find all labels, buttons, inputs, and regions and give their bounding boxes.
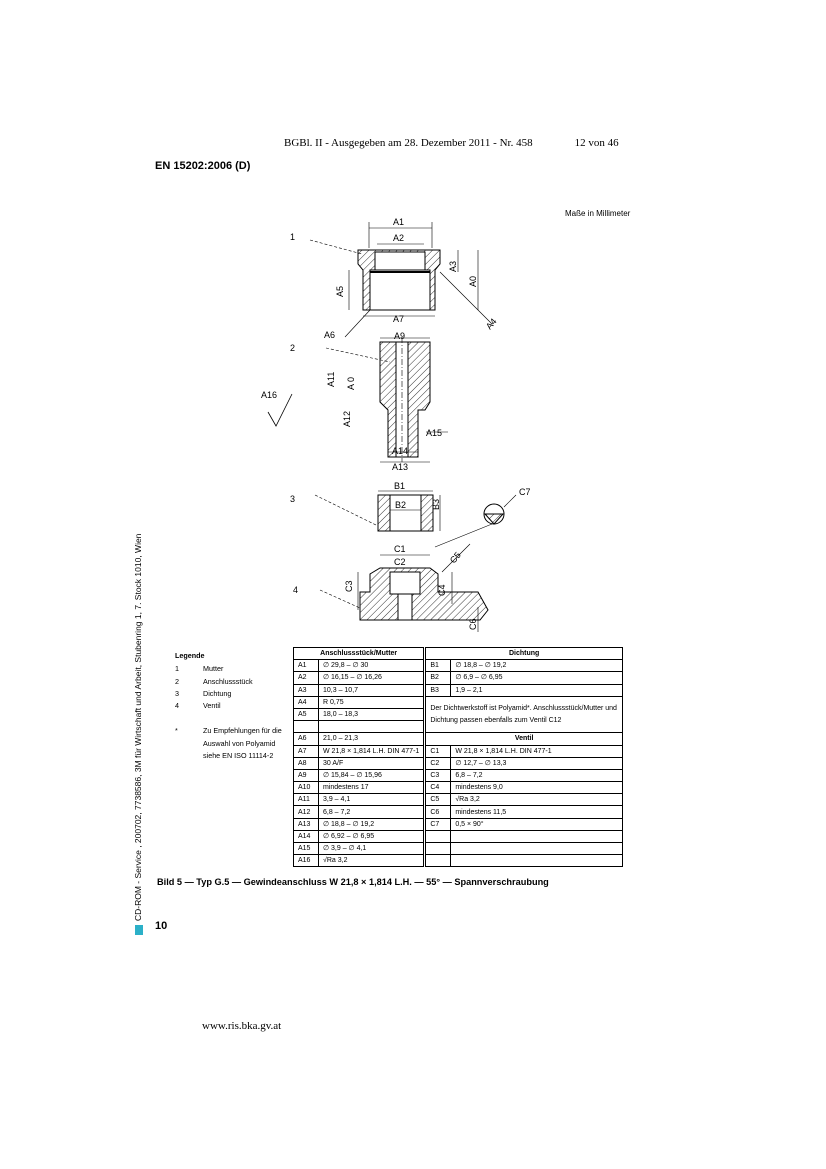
gazette-header: BGBl. II - Ausgegeben am 28. Dezember 20…: [284, 137, 619, 149]
page-of: 12 von 46: [574, 137, 619, 149]
item-number: 2: [290, 343, 295, 353]
dim-label: A11: [326, 372, 336, 387]
dimension-table: Anschlussstück/Mutter Dichtung A1∅ 29,8 …: [292, 646, 623, 868]
figure-caption: Bild 5 — Typ G.5 — Gewindeanschluss W 21…: [157, 877, 549, 887]
dim-label: A5: [335, 286, 345, 297]
dim-label: C4: [437, 584, 447, 596]
table-row: A15∅ 3,9 – ∅ 4,1: [293, 841, 623, 856]
dim-label: A2: [393, 233, 404, 243]
item-number: 4: [293, 585, 298, 595]
dim-label: B1: [394, 481, 405, 491]
dim-label: A14: [392, 446, 408, 456]
page-number: 10: [155, 920, 168, 932]
gazette-text: BGBl. II - Ausgegeben am 28. Dezember 20…: [284, 137, 533, 149]
dim-label: A6: [324, 330, 335, 340]
dim-label: A12: [342, 411, 352, 427]
dim-label: A7: [393, 314, 404, 324]
dim-label: A13: [392, 462, 408, 472]
item-number: 3: [290, 494, 295, 504]
item-number: 1: [290, 232, 295, 242]
cd-rom-icon: [134, 925, 143, 935]
dim-label: B3: [431, 499, 441, 510]
table-row: A14∅ 6,92 – ∅ 6,95: [293, 829, 623, 844]
dim-label: C3: [344, 580, 354, 592]
dim-label: A16: [261, 390, 277, 400]
dim-label: A 0: [346, 377, 356, 390]
footer-url: www.ris.bka.gv.at: [202, 1020, 282, 1032]
units-note: Maße in Millimeter: [565, 209, 631, 218]
dim-label: A0: [468, 276, 478, 287]
legend-title: Legende: [175, 651, 205, 660]
dim-label: C7: [519, 487, 530, 497]
table-row: [293, 720, 623, 733]
standard-title: EN 15202:2006 (D): [155, 160, 251, 172]
table-head-valve: Ventil: [425, 732, 623, 746]
dim-label: A4: [484, 316, 499, 331]
table-row: A16√Ra 3,2: [293, 854, 623, 868]
dim-label: C1: [394, 544, 406, 554]
dim-label: A9: [394, 331, 405, 341]
dim-label: C2: [394, 557, 406, 567]
dim-label: A3: [448, 261, 458, 272]
dim-label: A15: [426, 428, 442, 438]
sidebar-text: CD-ROM - Service , 200702, 7738586, 3M f…: [133, 533, 143, 921]
dim-label: B2: [395, 500, 406, 510]
fitting-part: [267, 337, 448, 463]
dim-label: C6: [468, 618, 478, 630]
table-head-right: Dichtung: [425, 646, 623, 661]
valve-part: [319, 543, 489, 632]
nut-part: [309, 222, 493, 338]
dim-label: A1: [393, 217, 404, 227]
material-note: Der Dichtwerkstoff ist Polyamid*. Anschl…: [425, 695, 623, 734]
table-head-left: Anschlussstück/Mutter: [292, 646, 425, 661]
dim-label: C5: [448, 550, 463, 565]
seal-part: [314, 490, 517, 548]
technical-drawing: 1 2 3 4 A1 A2 A3 A0 A5 A7 A6 A4 A9 A 0 A…: [261, 217, 530, 632]
